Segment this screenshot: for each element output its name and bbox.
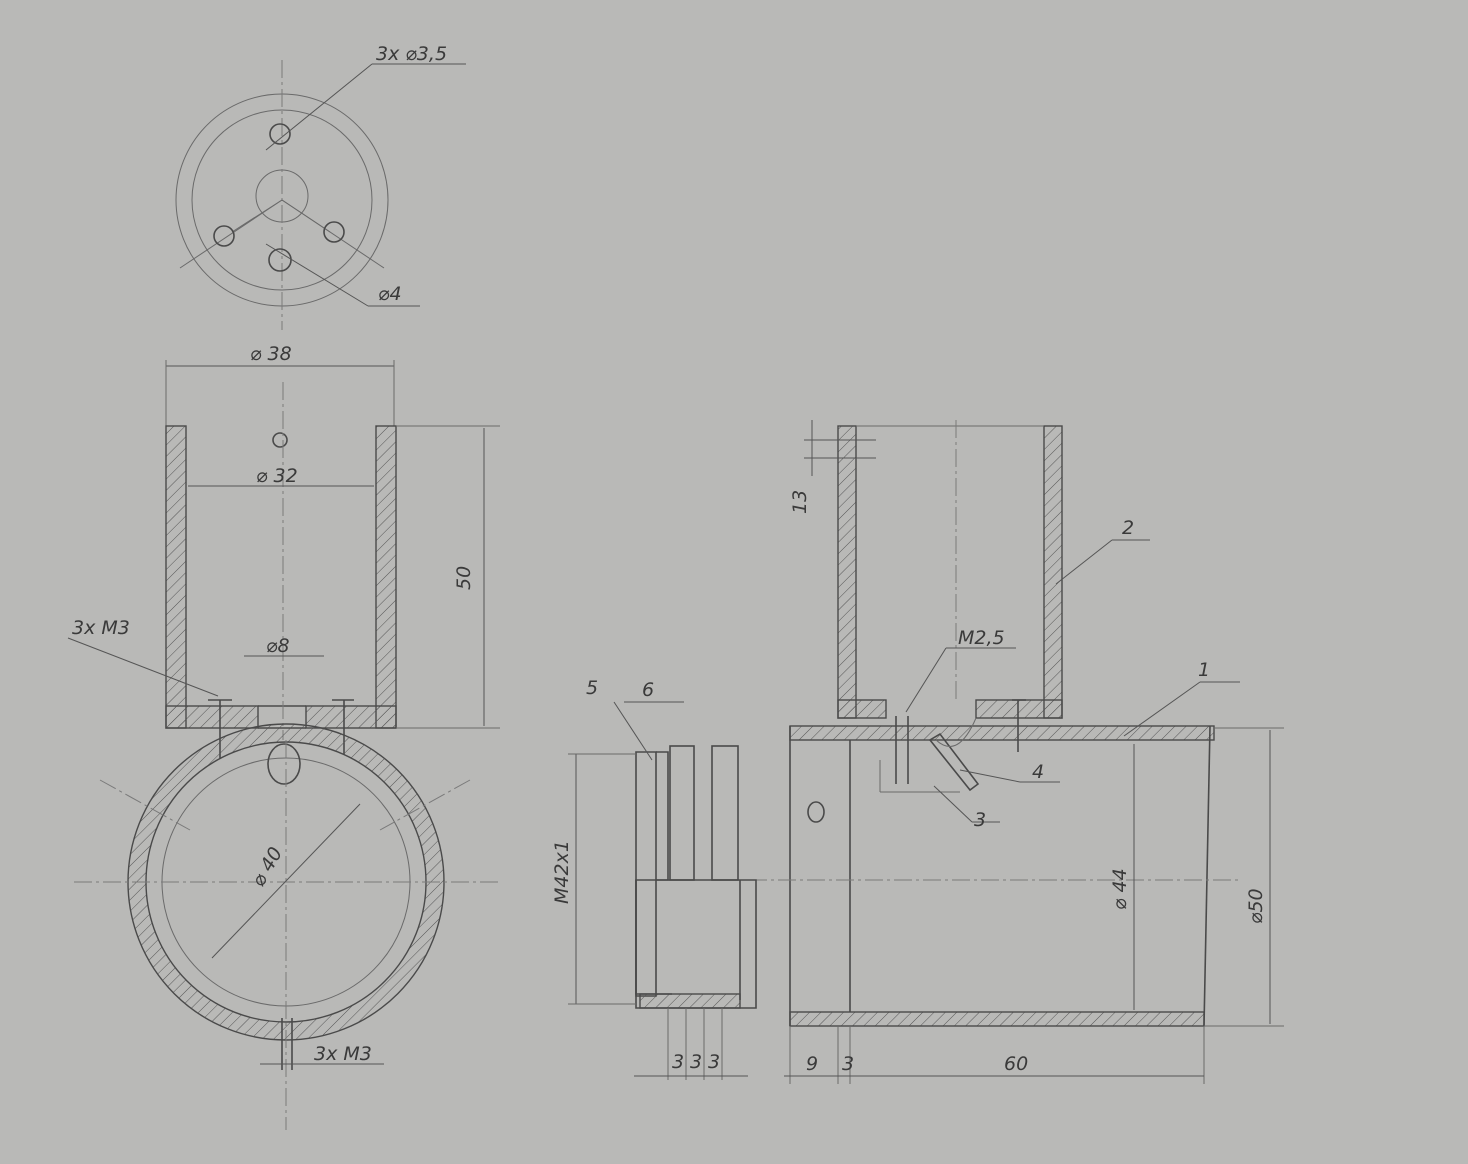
label-dia-50: ⌀50 — [1245, 888, 1267, 924]
label-dim-60: 60 — [1004, 1053, 1028, 1075]
label-dim-6: 6 — [642, 679, 654, 701]
label-part-4: 4 — [1032, 761, 1044, 783]
label-dim-3b: 3 — [690, 1051, 702, 1073]
label-dim-3a: 3 — [672, 1051, 684, 1073]
side-assembly: 13 2 M2,5 1 3 4 ⌀ 44 — [720, 420, 1284, 1084]
label-dim-13: 13 — [789, 490, 811, 514]
label-3x-dia-3-5: 3x ⌀3,5 — [376, 43, 447, 65]
label-length-50: 50 — [453, 566, 475, 590]
top-view: 3x ⌀3,5 ⌀4 — [175, 43, 466, 330]
hole-right — [323, 221, 345, 243]
label-thread-m42: M42x1 — [551, 840, 573, 904]
label-3x-m3-bottom: 3x M3 — [314, 1043, 372, 1065]
label-part-5: 5 — [586, 677, 598, 699]
label-part-2: 2 — [1122, 517, 1134, 539]
label-dia-32: ⌀ 32 — [256, 465, 298, 487]
label-part-3: 3 — [974, 809, 986, 831]
label-dia-4: ⌀4 — [378, 283, 402, 305]
label-3x-m3-top: 3x M3 — [72, 617, 130, 639]
label-dia-44: ⌀ 44 — [1109, 868, 1131, 910]
label-dia-38: ⌀ 38 — [250, 343, 292, 365]
label-dia-8: ⌀8 — [266, 635, 290, 657]
label-dim-3d: 3 — [842, 1053, 854, 1075]
front-section: ⌀ 38 ⌀ 32 50 ⌀8 3x M3 — [67, 343, 500, 760]
label-dim-3c: 3 — [708, 1051, 720, 1073]
hole-bottom — [268, 248, 292, 272]
bottom-view: ⌀ 40 3x M3 — [74, 723, 498, 1130]
label-m2-5: M2,5 — [958, 627, 1005, 649]
label-part-1: 1 — [1198, 659, 1210, 681]
label-dim-9: 9 — [806, 1053, 818, 1075]
nut-part-5: M42x1 6 5 3 3 3 — [551, 677, 757, 1080]
hole-top — [269, 123, 291, 145]
hole-left — [213, 225, 235, 247]
